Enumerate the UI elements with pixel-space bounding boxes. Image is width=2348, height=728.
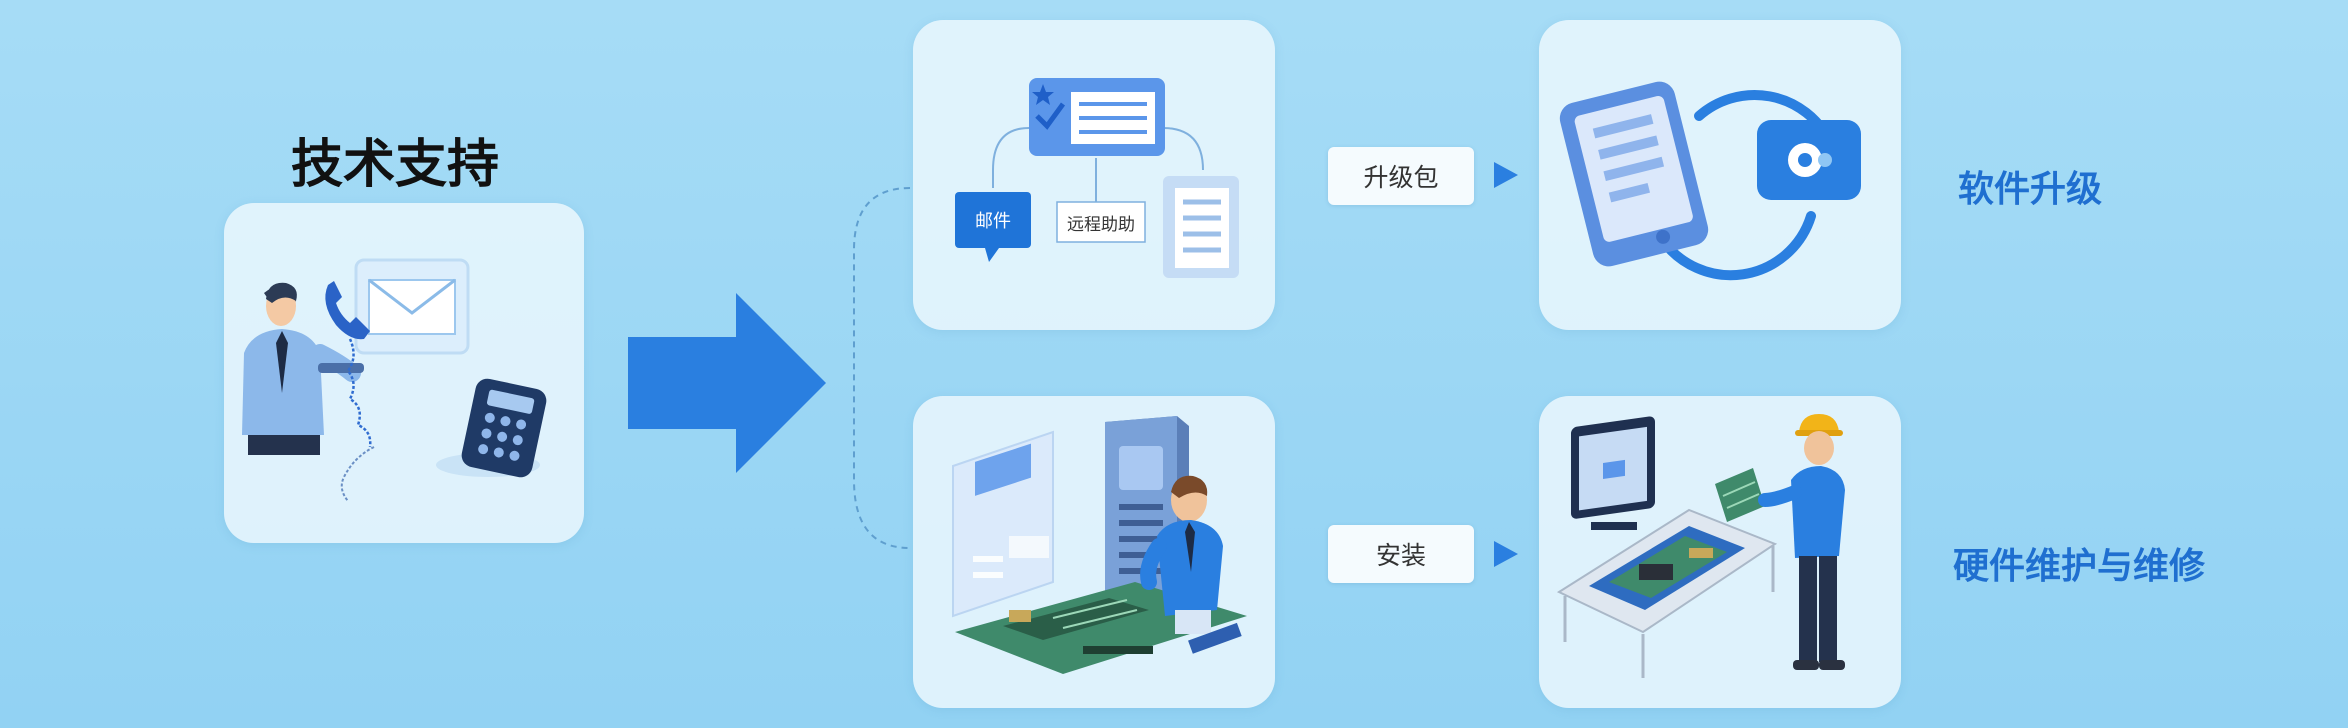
email-tag: 邮件	[975, 211, 1011, 232]
phone-handset-icon	[325, 281, 375, 502]
engineer-person	[1758, 414, 1845, 670]
installation-card	[913, 396, 1275, 708]
software-upgrade-illustration	[1559, 81, 1861, 281]
upgrade-package-step: 升级包	[1328, 147, 1474, 205]
installation-illustration	[952, 416, 1247, 674]
envelope-icon	[354, 258, 470, 355]
technician-person	[1140, 475, 1242, 654]
remote-support-illustration	[955, 78, 1239, 278]
hardware-maintenance-card	[1539, 396, 1901, 708]
monitor-icon	[1571, 416, 1655, 530]
tech-support-card	[224, 203, 584, 543]
remote-assist-tag: 远程助助	[1067, 214, 1135, 235]
remote-support-card: 邮件 远程助助	[913, 20, 1275, 330]
computer-internals-icon	[1589, 526, 1745, 610]
software-upgrade-card	[1539, 20, 1901, 330]
install-step: 安装	[1328, 525, 1474, 583]
arrow-right-small-icon	[1494, 162, 1518, 188]
mail-bubble-icon	[955, 192, 1031, 262]
tech-support-title: 技术支持	[290, 135, 499, 195]
tablet-icon	[1559, 81, 1709, 267]
dashed-connector	[853, 187, 911, 549]
hardware-maintenance-illustration	[1556, 414, 1845, 678]
support-agent-person	[242, 282, 364, 455]
support-agent-illustration	[242, 258, 547, 502]
checklist-window-icon	[1029, 78, 1165, 156]
circuit-card-icon	[1715, 468, 1765, 522]
server-tower-icon	[1105, 416, 1189, 618]
document-icon	[1163, 176, 1239, 278]
big-right-arrow	[628, 293, 826, 473]
arrow-right-small-icon	[1494, 541, 1518, 567]
software-upgrade-label: 软件升级	[1958, 169, 2103, 210]
remote-tag-box	[1056, 201, 1146, 243]
desk-phone-icon	[436, 378, 547, 478]
update-badge-icon	[1757, 120, 1861, 200]
hardware-maintenance-label: 硬件维护与维修	[1953, 546, 2206, 587]
software-panel-icon	[952, 430, 1054, 618]
